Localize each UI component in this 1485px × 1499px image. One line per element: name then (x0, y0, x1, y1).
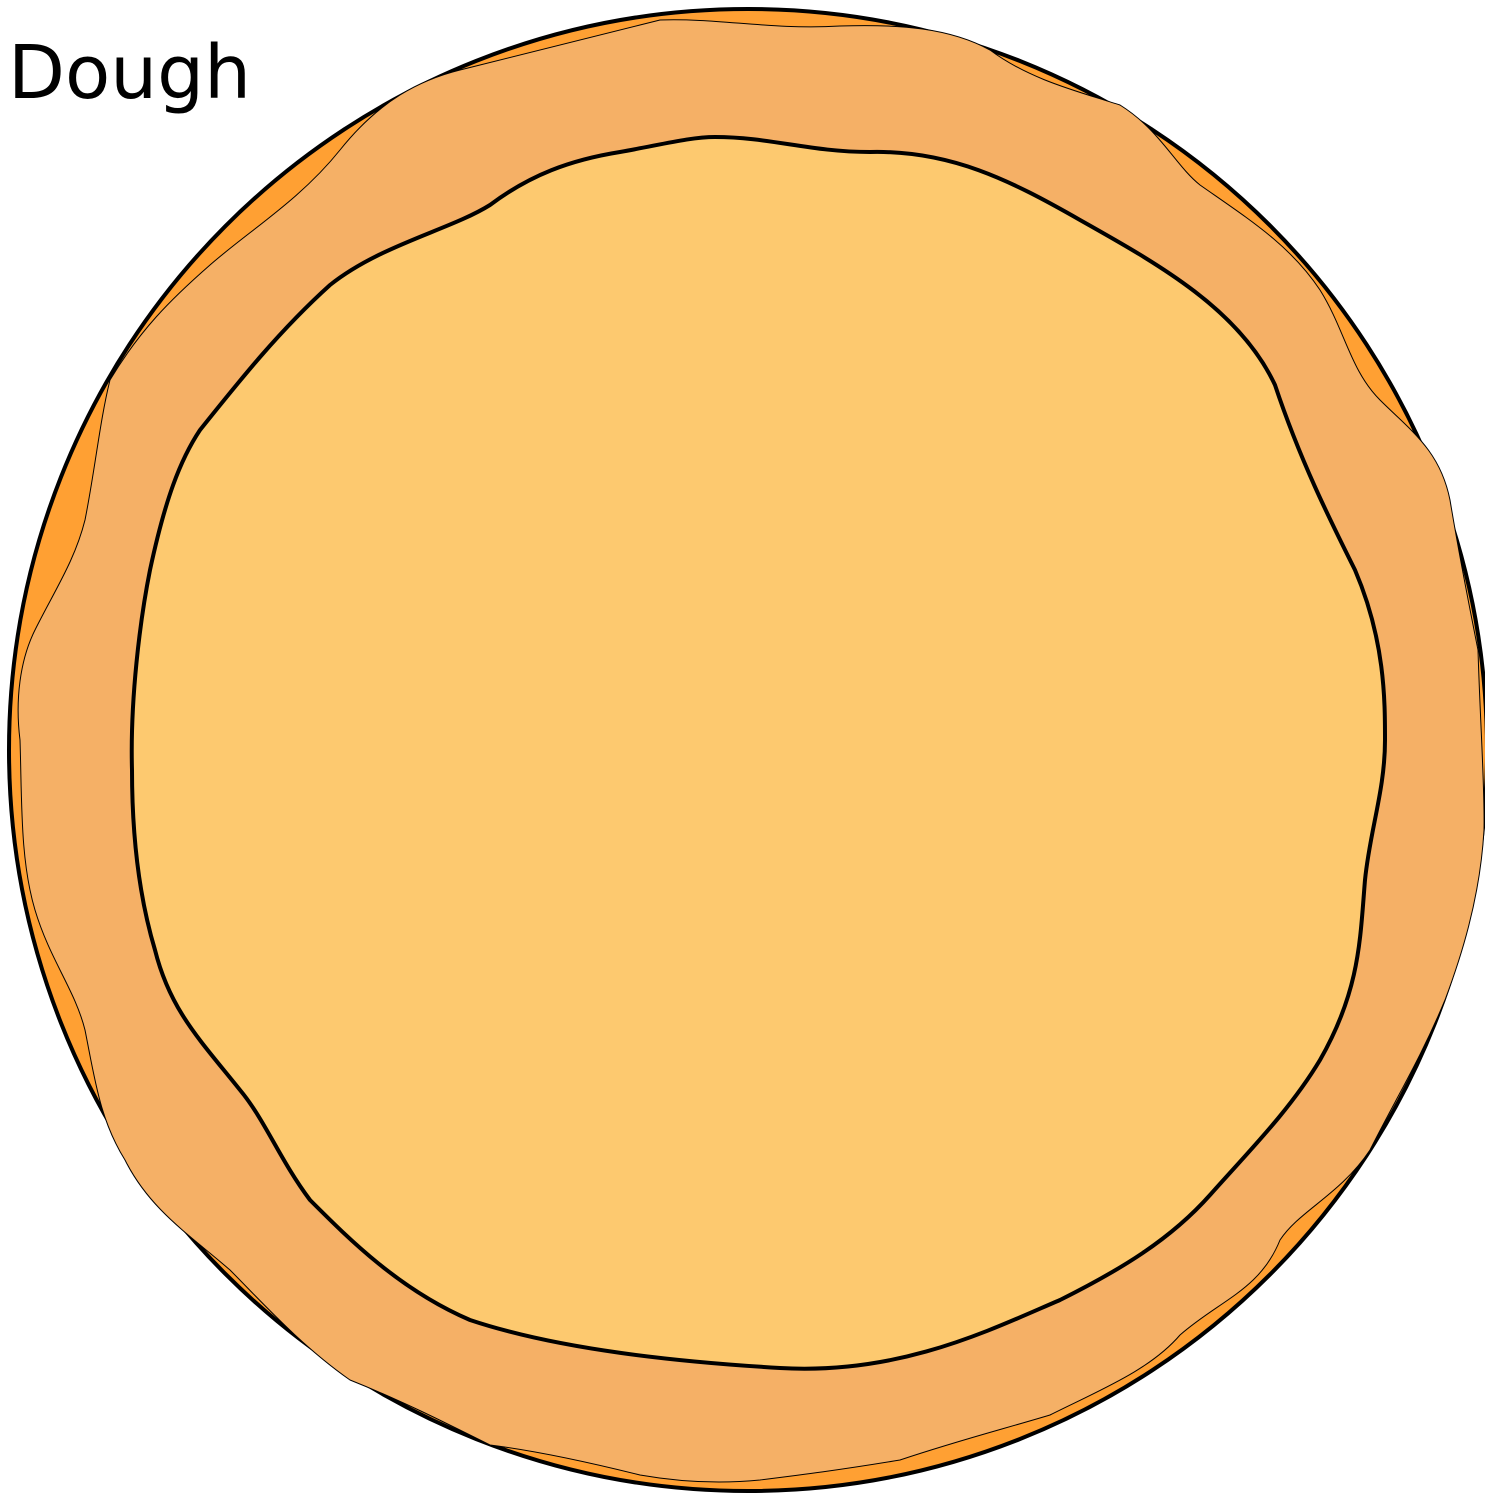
dough-label: Dough (8, 36, 251, 110)
dough-center (132, 137, 1385, 1369)
